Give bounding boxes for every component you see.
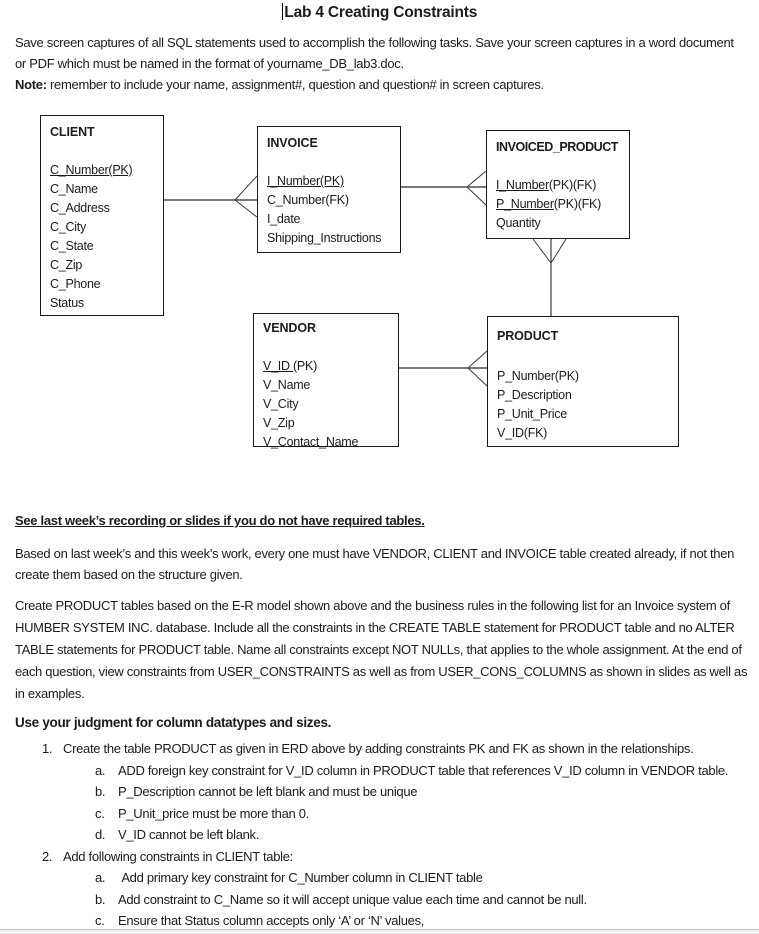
- note-text: remember to include your name, assignmen…: [46, 77, 544, 92]
- note-label: Note:: [15, 77, 47, 92]
- task-item-2b: b. Add constraint to C_Name so it will a…: [15, 889, 753, 911]
- connector-client-invoice: [164, 175, 258, 218]
- attribute: V_ID(FK): [497, 426, 548, 440]
- attribute: V_ID (PK): [263, 359, 318, 373]
- entity-invoiced-product-title: INVOICED_PRODUCT: [496, 140, 618, 154]
- entity-invoice: INVOICE I_Number(PK) C_Number(FK) I_date…: [257, 126, 401, 253]
- list-letter: d.: [95, 827, 106, 842]
- attribute: P_Number(PK)(FK): [496, 197, 602, 211]
- attribute: P_Number(PK): [497, 369, 579, 383]
- attribute: V_Name: [263, 378, 311, 392]
- intro-block: Save screen captures of all SQL statemen…: [15, 32, 746, 95]
- attribute: Status: [50, 296, 84, 310]
- attribute: C_Number(PK): [50, 163, 133, 177]
- page-title: Lab 4 Creating Constraints: [284, 4, 478, 21]
- create-product-paragraph: Create PRODUCT tables based on the E-R m…: [15, 598, 748, 701]
- entity-product: PRODUCT P_Number(PK) P_Description P_Uni…: [487, 316, 679, 447]
- task-item-2c: c. Ensure that Status column accepts onl…: [15, 910, 753, 932]
- attribute: V_City: [263, 397, 299, 411]
- entity-vendor-title: VENDOR: [263, 321, 316, 335]
- entity-invoice-title: INVOICE: [267, 136, 318, 150]
- connector-invoice-invoicedproduct: [401, 170, 487, 206]
- list-letter: b.: [95, 891, 106, 907]
- attribute: V_Contact_Name: [263, 435, 359, 449]
- attribute: V_Zip: [263, 416, 295, 430]
- list-number: 2.: [42, 848, 53, 864]
- task-item-1c: c. P_Unit_price must be more than 0.: [15, 803, 753, 825]
- judgment-heading: Use your judgment for column datatypes a…: [15, 715, 332, 730]
- task-item-1d: d. V_ID cannot be left blank.: [15, 824, 753, 846]
- task-item-1: 1. Create the table PRODUCT as given in …: [15, 738, 753, 760]
- list-number: 1.: [42, 741, 53, 756]
- attribute: C_State: [50, 239, 94, 253]
- entity-client-title: CLIENT: [50, 125, 95, 139]
- attribute: Quantity: [496, 216, 541, 230]
- list-letter: a.: [95, 870, 106, 885]
- task-list: 1. Create the table PRODUCT as given in …: [15, 738, 753, 932]
- task-item-1b: b. P_Description cannot be left blank an…: [15, 781, 753, 803]
- entity-invoiced-product: INVOICED_PRODUCT I_Number(PK)(FK) P_Numb…: [486, 130, 630, 239]
- attribute: I_Number(PK)(FK): [496, 178, 597, 192]
- attribute: C_Name: [50, 182, 98, 196]
- note-line: Note: remember to include your name, ass…: [15, 74, 746, 95]
- attribute: C_Zip: [50, 258, 83, 272]
- attribute: C_Address: [50, 201, 110, 215]
- page-title-row: Lab 4 Creating Constraints: [0, 2, 759, 24]
- attribute: C_Phone: [50, 277, 101, 291]
- entity-vendor: VENDOR V_ID (PK) V_Name V_City V_Zip V_C…: [253, 313, 399, 449]
- connector-invoicedproduct-product: [532, 238, 567, 316]
- list-letter: c.: [95, 913, 105, 928]
- entity-client: CLIENT C_Number(PK) C_Name C_Address C_C…: [40, 115, 164, 316]
- relationship-connectors: [164, 170, 567, 387]
- connector-vendor-product: [399, 350, 488, 387]
- based-on-paragraph: Based on last week’s and this week’s wor…: [15, 546, 735, 582]
- attribute: P_Description: [497, 388, 572, 402]
- task-item-2a: a. Add primary key constraint for C_Numb…: [15, 867, 753, 889]
- task-item-2: 2. Add following constraints in CLIENT t…: [15, 846, 753, 868]
- page-bottom-strip: [0, 929, 759, 934]
- entity-product-title: PRODUCT: [497, 329, 559, 343]
- text-cursor: [281, 3, 284, 20]
- attribute: C_City: [50, 220, 87, 234]
- attribute: C_Number(FK): [267, 193, 349, 207]
- attribute: I_Number(PK): [267, 174, 344, 188]
- list-letter: c.: [95, 805, 105, 821]
- task-item-1a: a. ADD foreign key constraint for V_ID c…: [15, 760, 753, 782]
- attribute: P_Unit_Price: [497, 407, 567, 421]
- see-last-week-heading: See last week’s recording or slides if y…: [15, 513, 425, 528]
- list-letter: a.: [95, 762, 106, 778]
- list-letter: b.: [95, 784, 106, 799]
- attribute: I_date: [267, 212, 301, 226]
- attribute: Shipping_Instructions: [267, 231, 382, 245]
- intro-paragraph: Save screen captures of all SQL statemen…: [15, 35, 734, 71]
- er-diagram: CLIENT C_Number(PK) C_Name C_Address C_C…: [0, 108, 759, 508]
